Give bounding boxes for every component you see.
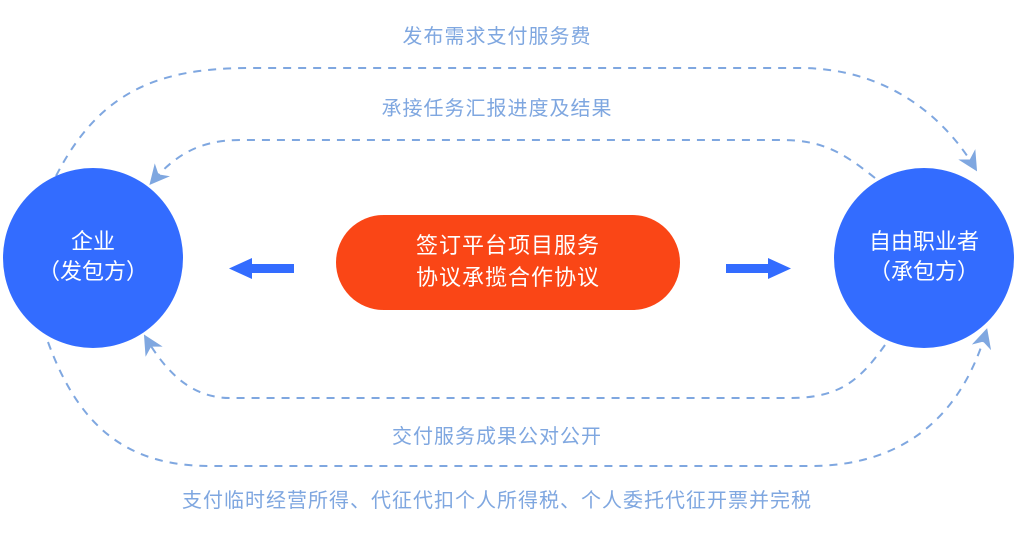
agreement-line-1: 签订平台项目服务 [415, 233, 600, 259]
flow-label-pay-service-fee: 发布需求支付服务费 [402, 24, 592, 48]
flow-label-deliver-results: 交付服务成果公对公开 [392, 424, 602, 448]
enterprise-title: 企业 [70, 230, 115, 255]
flow-line-deliver-results [143, 334, 886, 399]
enterprise-node: 企业 （发包方） [3, 168, 183, 348]
flow-line-pay-service-fee [55, 67, 978, 177]
flow-line-pay-tax [47, 328, 992, 467]
arrow-right-icon [726, 258, 791, 279]
enterprise-role: （发包方） [37, 260, 148, 285]
freelancer-node: 自由职业者 （承包方） [834, 168, 1014, 348]
agreement-badge: 签订平台项目服务 协议承揽合作协议 [336, 215, 680, 310]
freelancer-role: （承包方） [868, 260, 979, 285]
flow-line-report-progress [149, 139, 876, 186]
agreement-line-2: 协议承揽合作协议 [415, 265, 600, 291]
flow-label-pay-tax: 支付临时经营所得、代征代扣个人所得税、个人委托代征开票并完税 [182, 488, 812, 512]
arrow-left-icon [229, 258, 294, 279]
flow-label-report-progress: 承接任务汇报进度及结果 [381, 96, 613, 120]
freelancer-title: 自由职业者 [868, 230, 979, 255]
